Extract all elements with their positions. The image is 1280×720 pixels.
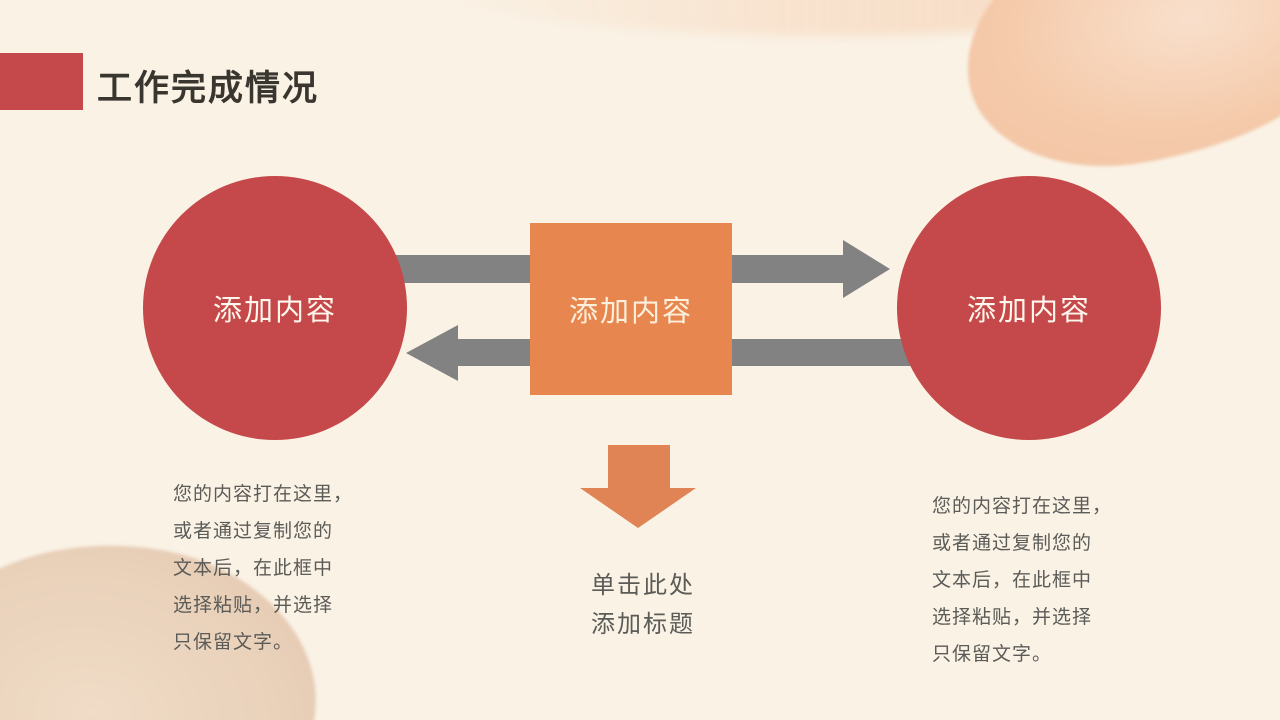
- left-body-line: 只保留文字。: [173, 632, 294, 653]
- left-circle-label: 添加内容: [212, 295, 337, 327]
- right-body-line: 您的内容打在这里，: [932, 496, 1113, 517]
- right-circle-label: 添加内容: [966, 295, 1091, 327]
- title-placeholder[interactable]: 单击此处 添加标题: [523, 566, 763, 644]
- down-arrow-stem: [608, 445, 670, 489]
- right-circle-node[interactable]: 添加内容: [897, 176, 1161, 440]
- center-square-node[interactable]: 添加内容: [530, 223, 732, 395]
- right-body-text[interactable]: 您的内容打在这里， 或者通过复制您的 文本后，在此框中 选择粘贴，并选择 只保留…: [932, 488, 1137, 673]
- right-arrow-head-icon: [843, 240, 890, 298]
- left-circle-node[interactable]: 添加内容: [143, 176, 407, 440]
- left-body-line: 或者通过复制您的: [173, 521, 334, 542]
- right-body-line: 文本后，在此框中: [932, 570, 1093, 591]
- center-square-label: 添加内容: [568, 296, 693, 328]
- left-body-line: 您的内容打在这里，: [173, 484, 354, 505]
- right-body-line: 选择粘贴，并选择: [932, 607, 1093, 628]
- left-body-line: 选择粘贴，并选择: [173, 595, 334, 616]
- left-body-line: 文本后，在此框中: [173, 558, 334, 579]
- watercolor-blob-top-right: [948, 0, 1280, 188]
- title-accent-bar: [0, 53, 83, 110]
- right-body-line: 只保留文字。: [932, 644, 1053, 665]
- left-body-text[interactable]: 您的内容打在这里， 或者通过复制您的 文本后，在此框中 选择粘贴，并选择 只保留…: [173, 476, 378, 661]
- down-arrow-head-icon: [580, 488, 696, 528]
- right-body-line: 或者通过复制您的: [932, 533, 1093, 554]
- title-placeholder-line2: 添加标题: [591, 611, 695, 638]
- page-title: 工作完成情况: [97, 69, 320, 108]
- left-arrow-head-icon: [406, 325, 458, 381]
- title-placeholder-line1: 单击此处: [591, 572, 695, 599]
